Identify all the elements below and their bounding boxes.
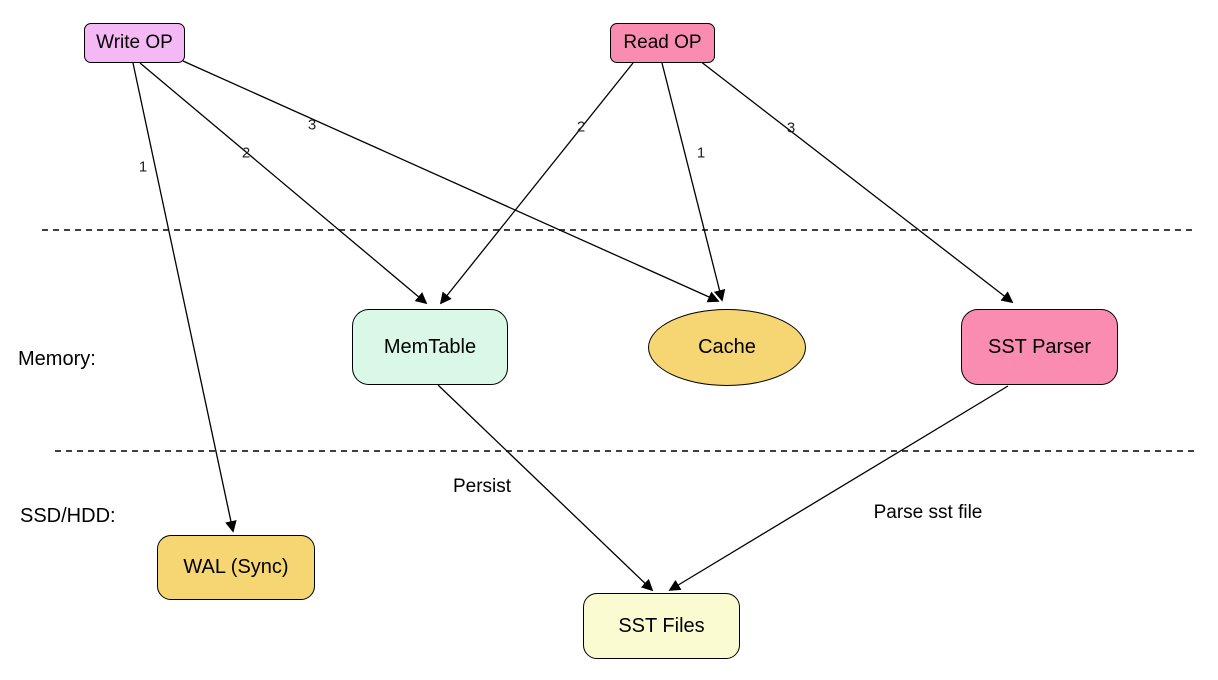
region-label-ssd-hdd: SSD/HDD: — [20, 505, 116, 527]
edge-read-op-to-sst-parser — [699, 60, 1014, 304]
node-memtable: MemTable — [352, 309, 508, 385]
edge-label-read-cache: 1 — [696, 144, 706, 162]
edge-label-write-memtable: 2 — [241, 144, 251, 162]
node-sst-files: SST Files — [583, 593, 740, 659]
edge-read-op-to-memtable — [439, 62, 634, 305]
node-cache: Cache — [648, 309, 806, 386]
region-label-memory: Memory: — [18, 348, 96, 370]
edge-write-op-to-cache — [182, 60, 720, 303]
edge-label-persist: Persist — [452, 476, 512, 497]
edge-label-read-sst-parser: 3 — [786, 119, 796, 137]
edge-label-write-wal: 1 — [138, 158, 148, 176]
node-sst-parser: SST Parser — [961, 309, 1118, 385]
node-wal: WAL (Sync) — [157, 535, 315, 600]
edge-write-op-to-memtable — [139, 62, 428, 305]
edge-label-parse-sst-file: Parse sst file — [873, 502, 983, 523]
edge-sst-parser-to-sst-files — [668, 385, 1009, 591]
edge-write-op-to-wal — [132, 62, 237, 533]
node-write-op: Write OP — [84, 23, 185, 63]
edge-label-write-cache: 3 — [307, 116, 317, 134]
node-read-op: Read OP — [610, 23, 715, 63]
edge-memtable-to-sst-files — [437, 384, 654, 592]
edge-read-op-to-cache — [661, 62, 726, 302]
edge-label-read-memtable: 2 — [576, 118, 586, 136]
